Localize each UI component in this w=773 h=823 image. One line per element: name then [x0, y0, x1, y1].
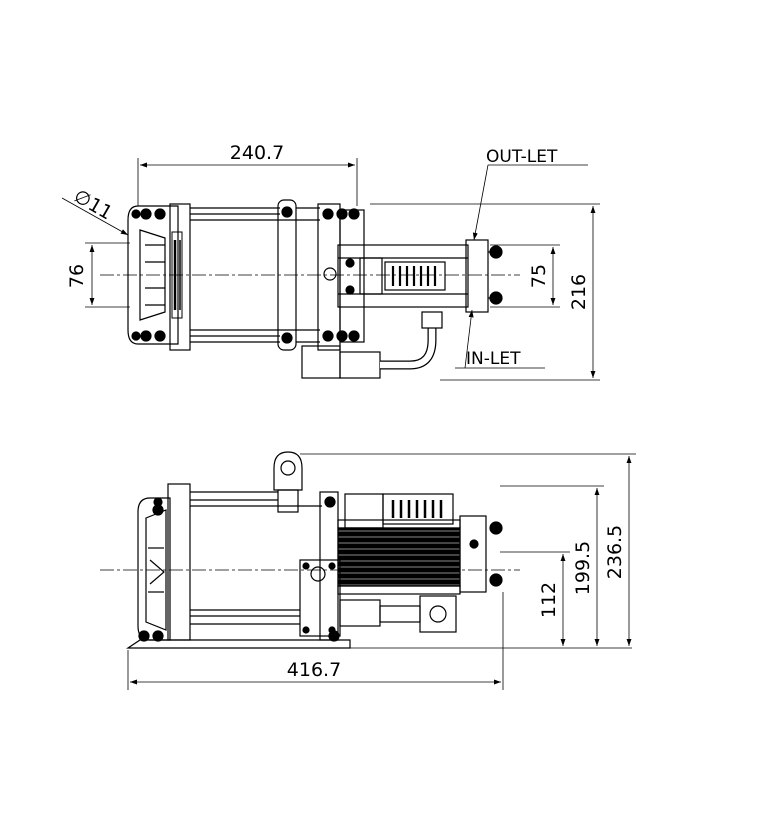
manifold-block	[299, 559, 341, 637]
dim-hole-diameter: ∅11	[70, 185, 116, 224]
right-flange	[317, 203, 365, 351]
label-inlet: IN-LET	[466, 349, 521, 369]
bolts-left	[131, 208, 166, 342]
barrel-side	[190, 491, 322, 625]
lifting-lug	[273, 451, 303, 513]
side-view-dimensions	[127, 453, 636, 690]
dim-height-76: 76	[66, 264, 88, 288]
dim-height-112: 112	[538, 582, 560, 618]
dim-overall-height-216: 216	[568, 274, 590, 310]
side-view	[100, 451, 520, 649]
label-outlet: OUT-LET	[486, 147, 558, 167]
dim-height-236-5: 236.5	[604, 525, 626, 579]
drive-head-side	[137, 483, 191, 642]
gas-barrel-finned	[337, 515, 503, 595]
base-plate	[126, 639, 351, 649]
barrel	[190, 207, 320, 343]
mounting-clamp	[277, 199, 297, 351]
top-view	[100, 199, 520, 379]
gas-section	[337, 239, 503, 313]
dim-port-spacing-75: 75	[528, 264, 550, 288]
top-view-dimensions	[61, 158, 600, 381]
bolts-right	[322, 208, 360, 342]
inlet-pipe	[301, 311, 443, 379]
air-valve-side	[344, 493, 454, 529]
dim-overall-length: 416.7	[287, 659, 341, 681]
dim-width-240-7: 240.7	[230, 142, 284, 164]
dim-height-199-5: 199.5	[572, 541, 594, 595]
drive-head	[127, 203, 191, 351]
inlet-fitting-side	[339, 595, 457, 633]
